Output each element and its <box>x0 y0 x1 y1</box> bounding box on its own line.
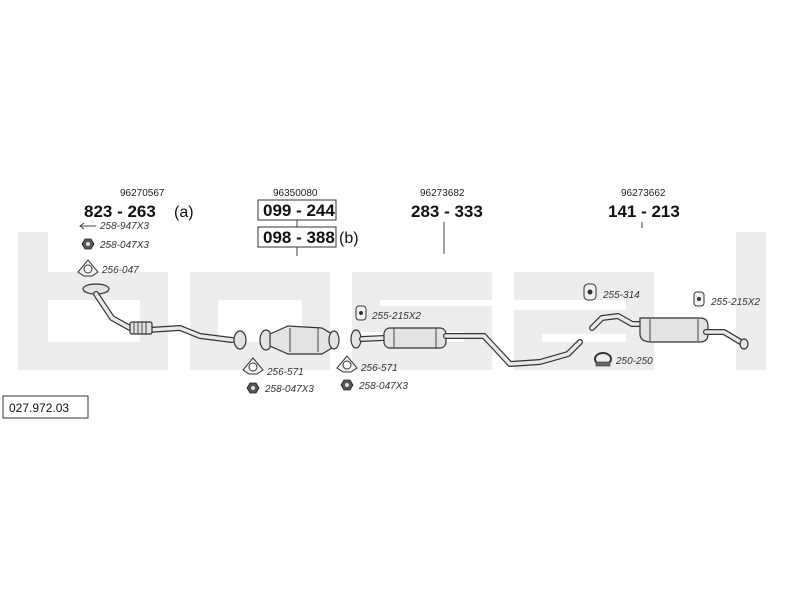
oem-number: 96273662 <box>621 188 666 199</box>
part-number[interactable]: 098 - 388 <box>263 228 335 247</box>
variant-suffix: (b) <box>339 230 359 247</box>
nut-icon <box>246 382 260 394</box>
oem-number: 96350080 <box>273 188 318 199</box>
nut-icon <box>340 379 354 391</box>
rubber-hanger-icon <box>693 291 705 307</box>
rear-silencer-drawing <box>589 313 749 350</box>
fitting-code[interactable]: 255-215X2 <box>710 297 760 308</box>
fitting-code[interactable]: 256-047 <box>101 265 139 276</box>
part-number[interactable]: 823 - 263 <box>84 202 156 221</box>
part-number[interactable]: 099 - 244 <box>263 201 335 220</box>
clamp-icon <box>594 352 612 367</box>
catalytic-converter-drawing <box>259 325 340 355</box>
part-group-catalytic-converter: 96350080 099 - 244 098 - 388 (b) 256-571… <box>242 188 359 395</box>
bosal-watermark <box>18 232 766 370</box>
variant-suffix: (a) <box>174 204 194 221</box>
fitting-code[interactable]: 250-250 <box>615 356 653 367</box>
catalog-reference-number: 027.972.03 <box>9 401 69 415</box>
fitting-code[interactable]: 258-047X3 <box>264 384 314 395</box>
oem-number: 96273682 <box>420 188 465 199</box>
gasket-icon <box>77 259 99 277</box>
part-number[interactable]: 283 - 333 <box>411 202 483 221</box>
front-pipe-drawing <box>82 283 247 350</box>
fitting-code[interactable]: 256-571 <box>266 367 304 378</box>
part-group-rear-silencer: 96273662 141 - 213 255-314 255-215X2 <box>583 188 760 367</box>
fitting-code[interactable]: 258-047X3 <box>358 381 408 392</box>
part-group-front-pipe: 96270567 823 - 263 (a) 258-947X3 258-047… <box>77 188 247 350</box>
rubber-hanger-icon <box>355 305 367 321</box>
part-number[interactable]: 141 - 213 <box>608 202 680 221</box>
rubber-hanger-icon <box>583 283 597 301</box>
fitting-code[interactable]: 255-215X2 <box>371 311 421 322</box>
fitting-code[interactable]: 255-314 <box>602 290 640 301</box>
arrow-left-icon <box>79 222 96 230</box>
fitting-code[interactable]: 258-047X3 <box>99 240 149 251</box>
fitting-code[interactable]: 258-947X3 <box>99 221 149 232</box>
part-group-centre-silencer: 96273682 283 - 333 255-215X2 256-571 <box>336 188 583 392</box>
fitting-code[interactable]: 256-571 <box>360 363 398 374</box>
catalog-reference: 027.972.03 <box>2 395 89 419</box>
centre-silencer-drawing <box>350 327 583 367</box>
oem-number: 96270567 <box>120 188 165 199</box>
nut-icon <box>81 238 95 250</box>
gasket-icon <box>336 355 358 373</box>
gasket-icon <box>242 357 264 375</box>
